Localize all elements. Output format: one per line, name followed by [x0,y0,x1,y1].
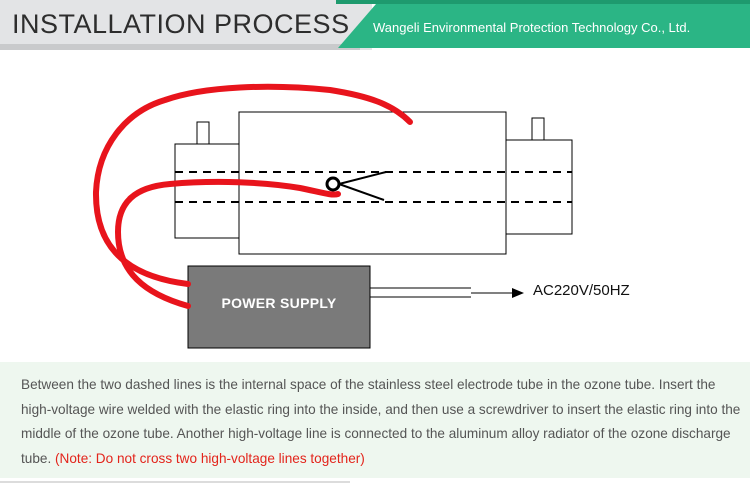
page-title: INSTALLATION PROCESS [12,9,350,39]
diagram-canvas [92,83,573,349]
header-banner: INSTALLATION PROCESS Wangeli Environment… [0,0,750,62]
right-end-cap [505,139,573,235]
ac-input-arrowhead [512,288,524,298]
warning-note: (Note: Do not cross two high-voltage lin… [55,450,365,466]
description-paragraph: Between the two dashed lines is the inte… [21,373,741,471]
footer-divider [0,481,350,483]
description-text: Between the two dashed lines is the inte… [21,377,741,466]
right-terminal-post [531,117,545,141]
high-voltage-wire-inner [114,178,341,309]
ac-input-label: AC220V/50HZ [533,282,630,299]
company-banner [338,4,750,48]
screwdriver-tip-icon [338,171,387,201]
left-terminal-post [196,121,210,145]
title-panel: INSTALLATION PROCESS [0,0,372,50]
high-voltage-wire-outer [92,83,413,287]
company-banner-shadow [336,0,750,4]
installation-diagram: POWER SUPPLY AC220V/50HZ [0,62,750,362]
left-end-cap [174,143,240,239]
power-supply-label: POWER SUPPLY [221,295,337,311]
description-panel: Between the two dashed lines is the inte… [0,362,750,478]
company-name: Wangeli Environmental Protection Technol… [373,20,691,35]
